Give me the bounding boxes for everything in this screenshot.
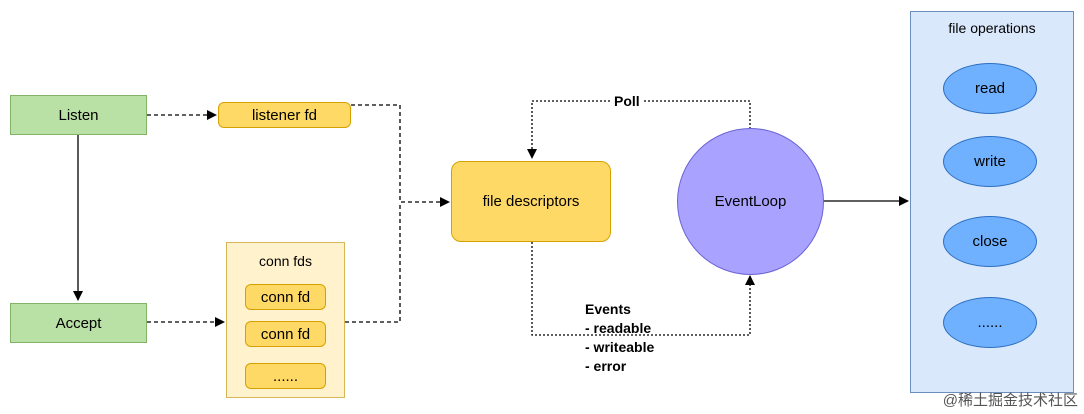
op-read: read bbox=[943, 63, 1037, 114]
conn-fd-2-label: conn fd bbox=[260, 325, 311, 343]
conn-fds-title: conn fds bbox=[259, 253, 312, 269]
accept-node: Accept bbox=[10, 303, 147, 343]
op-close-label: close bbox=[972, 233, 1008, 250]
poll-label: Poll bbox=[612, 93, 642, 109]
op-more: ...... bbox=[943, 297, 1037, 348]
conn-fd-more: ...... bbox=[245, 363, 326, 389]
watermark: @稀土掘金技术社区 bbox=[942, 392, 1078, 409]
listen-label: Listen bbox=[58, 106, 99, 124]
edge-connfds-fd bbox=[345, 202, 401, 323]
listener-fd-label: listener fd bbox=[251, 106, 318, 124]
listen-node: Listen bbox=[10, 95, 147, 135]
events-writeable: - writeable bbox=[585, 339, 655, 355]
op-close: close bbox=[943, 216, 1037, 267]
listener-fd-node: listener fd bbox=[218, 102, 351, 128]
conn-fd-1-label: conn fd bbox=[260, 288, 311, 306]
file-descriptors-label: file descriptors bbox=[482, 193, 580, 210]
op-write: write bbox=[943, 136, 1037, 187]
edge-listenerfd-fd bbox=[351, 104, 450, 207]
edge-events bbox=[531, 242, 755, 336]
eventloop-node: EventLoop bbox=[677, 128, 824, 275]
events-readable: - readable bbox=[585, 320, 652, 336]
conn-fd-1: conn fd bbox=[245, 284, 326, 310]
conn-fd-2: conn fd bbox=[245, 321, 326, 347]
op-read-label: read bbox=[974, 80, 1006, 97]
accept-label: Accept bbox=[55, 314, 102, 332]
conn-fd-more-label: ...... bbox=[272, 367, 298, 385]
op-write-label: write bbox=[974, 153, 1006, 170]
file-operations-title: file operations bbox=[948, 20, 1036, 36]
events-label: Events - readable - writeable - error bbox=[585, 300, 654, 376]
eventloop-label: EventLoop bbox=[714, 193, 787, 210]
file-descriptors-node: file descriptors bbox=[451, 161, 611, 242]
events-title: Events bbox=[585, 301, 631, 317]
events-error: - error bbox=[585, 358, 627, 374]
op-more-label: ...... bbox=[977, 314, 1003, 331]
